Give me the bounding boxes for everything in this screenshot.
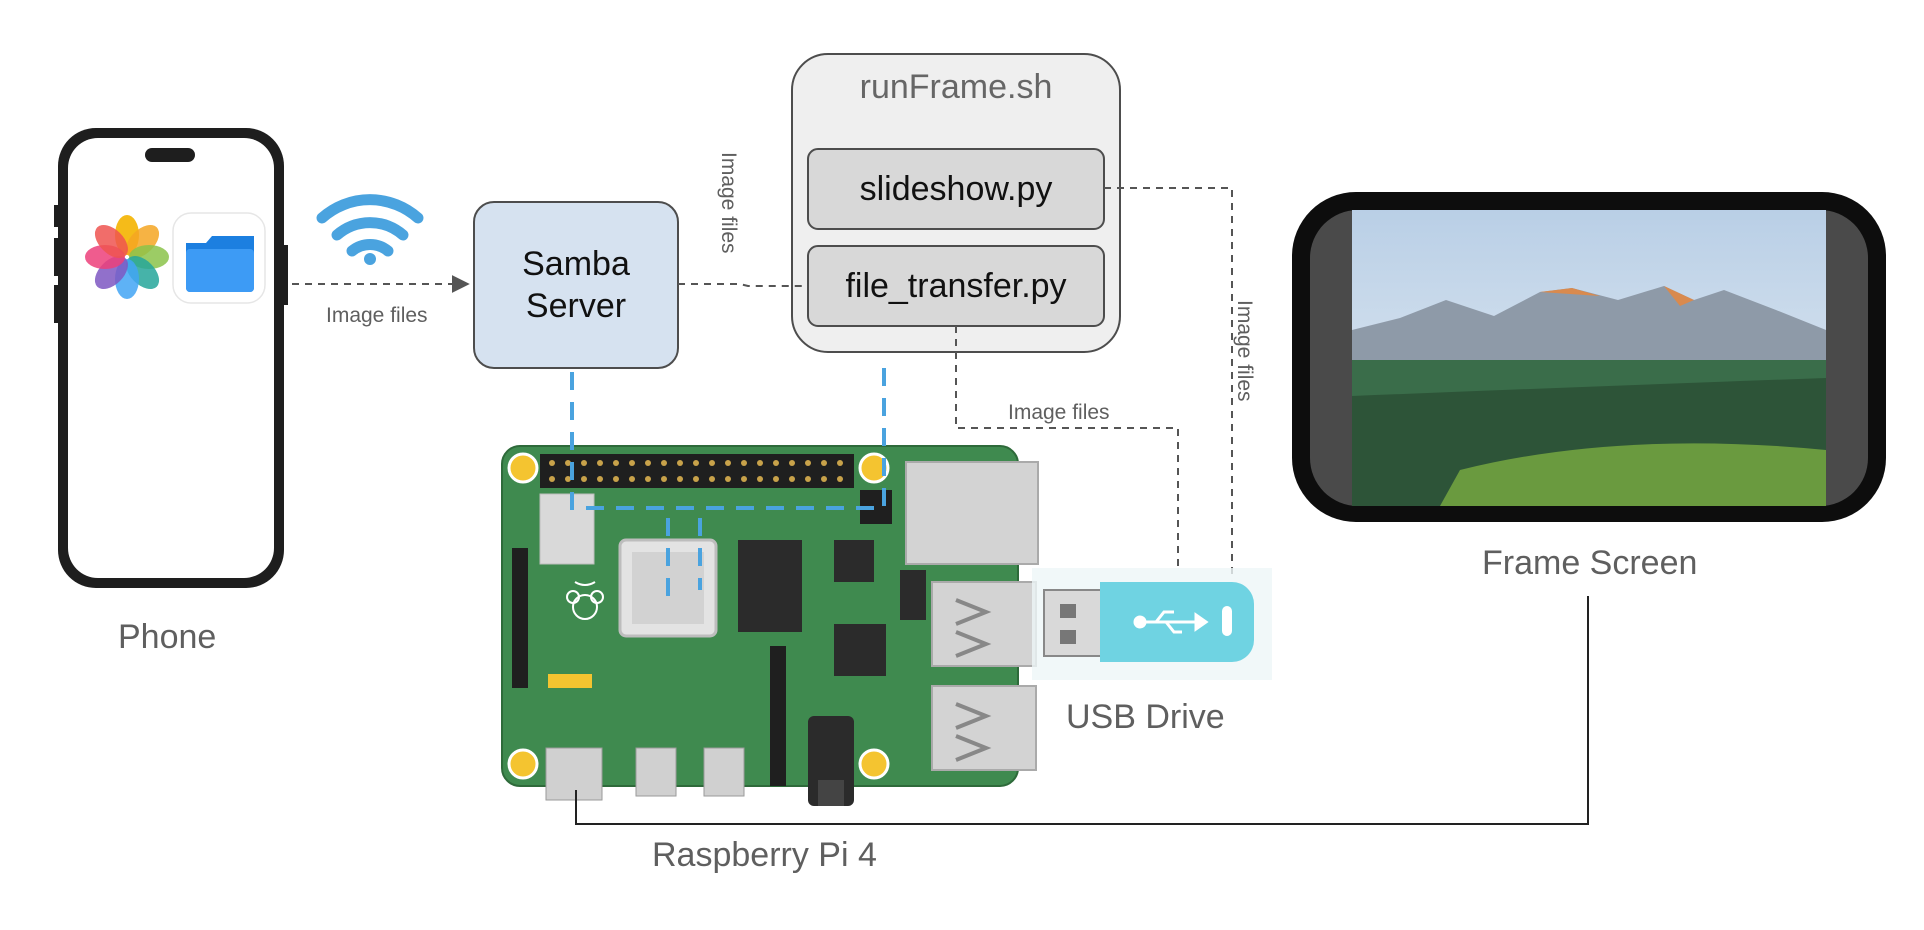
slideshow-to-usb-edge-label: Image files	[1233, 300, 1256, 402]
transfer-to-usb-edge	[955, 326, 1179, 567]
usb-symbol-icon	[1133, 610, 1209, 634]
samba-server-label: Samba Server	[474, 202, 678, 368]
file-transfer-label: file_transfer.py	[845, 266, 1067, 305]
samba-to-transfer-edge	[678, 283, 808, 287]
frame-screen-label: Frame Screen	[1482, 544, 1698, 582]
files-icon	[172, 212, 266, 304]
wifi-icon	[316, 194, 424, 265]
raspberry-pi-label: Raspberry Pi 4	[652, 836, 877, 874]
frame-screen	[1292, 192, 1886, 522]
raspberry-pi-board	[501, 445, 1039, 806]
phone-label: Phone	[118, 618, 217, 656]
usb-drive-label: USB Drive	[1066, 698, 1225, 736]
slideshow-to-usb-edge	[1104, 187, 1233, 575]
runframe-title: runFrame.sh	[859, 68, 1053, 106]
transfer-to-usb-edge-label: Image files	[1008, 401, 1110, 424]
samba-line-1: Samba	[522, 245, 630, 283]
samba-to-pi-link	[570, 358, 886, 510]
hdmi-cable-edge	[575, 596, 1589, 825]
raspberry-logo	[566, 581, 604, 620]
samba-line-2: Server	[525, 287, 627, 325]
samba-to-transfer-edge-label: Image files	[717, 152, 740, 254]
phone-device	[54, 128, 288, 588]
photos-icon	[85, 215, 169, 299]
usb-drive	[1032, 568, 1272, 680]
wifi-edge-label: Image files	[326, 304, 428, 327]
slideshow-label: slideshow.py	[859, 169, 1053, 208]
